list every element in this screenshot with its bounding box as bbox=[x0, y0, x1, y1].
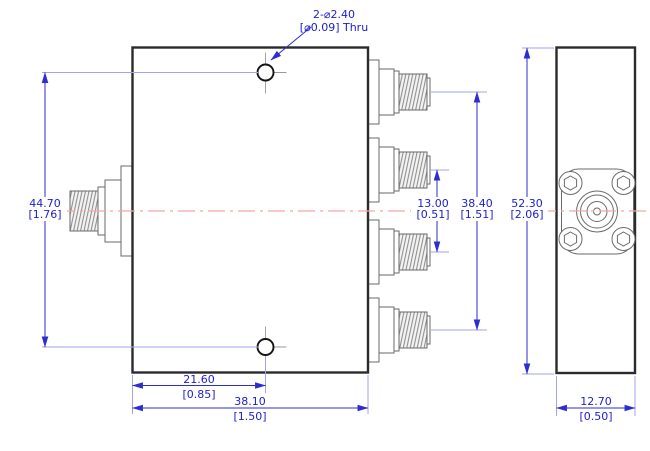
dim-body-width-mm: 38.10 bbox=[234, 395, 266, 408]
bottom-mounting-hole bbox=[256, 338, 275, 356]
dim-body-depth: 12.70 [0.50] bbox=[574, 396, 618, 422]
dim-hole-offset-mm: 21.60 bbox=[183, 373, 215, 386]
dim-port-span: 38.40 [1.51] bbox=[456, 197, 498, 221]
dim-body-width: 38.10 [1.50] bbox=[228, 396, 272, 422]
dim-body-height-inch: [2.06] bbox=[510, 208, 544, 221]
dim-body-height: 52.30 [2.06] bbox=[506, 197, 548, 221]
front-view bbox=[69, 46, 431, 374]
dim-body-height-mm: 52.30 bbox=[511, 197, 543, 210]
side-view bbox=[555, 46, 637, 375]
hex-socket-top-left bbox=[563, 175, 578, 191]
dim-hole-offset-inch: [0.85] bbox=[182, 388, 216, 401]
hole-note-leader bbox=[270, 26, 312, 61]
output-connector-3 bbox=[367, 219, 431, 285]
dim-hole-spacing: 44.70 [1.76] bbox=[23, 197, 67, 221]
hole-callout-note: 2-⌀2.40 [⌀0.09] Thru bbox=[288, 8, 380, 34]
top-mounting-hole bbox=[256, 63, 275, 82]
output-connector-1 bbox=[367, 59, 431, 125]
hex-socket-bottom-right bbox=[616, 231, 631, 247]
output-connector-2 bbox=[367, 137, 431, 203]
dim-hole-spacing-mm: 44.70 bbox=[29, 197, 61, 210]
dim-body-depth-inch: [0.50] bbox=[579, 410, 613, 423]
dim-port-pitch: 13.00 [0.51] bbox=[411, 197, 455, 221]
dim-body-width-inch: [1.50] bbox=[233, 410, 267, 423]
output-connector-4 bbox=[367, 297, 431, 363]
dim-port-pitch-mm: 13.00 bbox=[417, 197, 449, 210]
dim-port-span-mm: 38.40 bbox=[461, 197, 493, 210]
hole-callout-line2: [⌀0.09] Thru bbox=[299, 21, 369, 34]
dim-port-span-inch: [1.51] bbox=[460, 208, 494, 221]
hole-callout-line1: 2-⌀2.40 bbox=[312, 8, 356, 21]
hex-socket-bottom-left bbox=[563, 231, 578, 247]
dim-hole-spacing-inch: [1.76] bbox=[28, 208, 62, 221]
front-body-outline bbox=[131, 46, 370, 374]
dim-port-pitch-inch: [0.51] bbox=[416, 208, 450, 221]
hex-socket-top-right bbox=[616, 175, 631, 191]
dim-hole-offset: 21.60 [0.85] bbox=[177, 374, 221, 400]
dim-body-depth-mm: 12.70 bbox=[580, 395, 612, 408]
